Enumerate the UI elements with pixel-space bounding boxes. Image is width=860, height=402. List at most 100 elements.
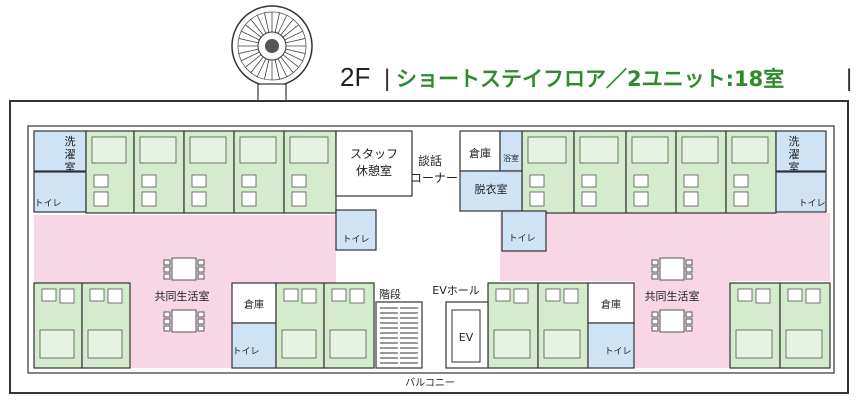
spiral-step bbox=[245, 24, 262, 38]
spiral-step bbox=[282, 24, 299, 38]
toilet-fixture bbox=[191, 191, 207, 207]
spiral-step bbox=[277, 58, 288, 77]
staff-lounge-label-2: 休憩室 bbox=[356, 163, 392, 178]
dining-tables bbox=[163, 257, 693, 333]
sink bbox=[733, 174, 749, 188]
laundry-room-left bbox=[33, 130, 87, 172]
balcony-label: バルコニー bbox=[405, 377, 455, 389]
chair bbox=[685, 318, 693, 325]
toilet-right-label: トイレ bbox=[798, 199, 825, 209]
sink bbox=[93, 174, 109, 188]
table bbox=[171, 309, 197, 333]
storage-bottom-right-label: 倉庫 bbox=[601, 298, 621, 311]
toilet-fixture bbox=[301, 288, 317, 304]
rooms-top-right bbox=[521, 130, 827, 214]
sink bbox=[633, 174, 649, 188]
sink bbox=[545, 288, 561, 302]
laundry-room-right bbox=[775, 130, 827, 172]
chair bbox=[685, 325, 693, 332]
table bbox=[171, 257, 197, 281]
chair bbox=[651, 273, 659, 280]
bed bbox=[785, 329, 823, 359]
sink bbox=[495, 288, 511, 302]
sink bbox=[787, 288, 803, 302]
sink bbox=[191, 174, 207, 188]
common-living-right-label: 共同生活室 bbox=[645, 289, 700, 303]
changing-room bbox=[459, 170, 523, 212]
spiral-step bbox=[256, 15, 267, 34]
spiral-step bbox=[241, 51, 260, 62]
chair bbox=[197, 266, 205, 273]
sink bbox=[737, 288, 753, 302]
bed bbox=[87, 329, 123, 359]
bed bbox=[681, 136, 719, 164]
title-main: ショートステイフロア／2ユニット:18室 bbox=[396, 67, 784, 91]
laundry-left-label-1: 洗 bbox=[65, 135, 76, 148]
bed bbox=[631, 136, 669, 164]
changing-room-label: 脱衣室 bbox=[475, 182, 508, 196]
laundry-right-label-3: 室 bbox=[789, 160, 800, 174]
spiral-step bbox=[277, 15, 288, 34]
storage-bottom-left bbox=[231, 282, 277, 324]
sink bbox=[683, 174, 699, 188]
bed bbox=[139, 136, 177, 164]
spiral-step bbox=[250, 19, 264, 36]
spiral-step bbox=[264, 59, 270, 80]
talk-corner-label-2: コーナー bbox=[410, 171, 458, 185]
spiral-step bbox=[282, 54, 299, 68]
bed bbox=[493, 329, 531, 359]
toilet-fixture bbox=[59, 288, 75, 304]
chair bbox=[685, 266, 693, 273]
chair bbox=[197, 259, 205, 266]
bed bbox=[91, 136, 127, 164]
sink bbox=[529, 174, 545, 188]
spiral-step bbox=[250, 56, 264, 73]
chair bbox=[651, 318, 659, 325]
toilet-fixture bbox=[805, 288, 821, 304]
title: 2F | ショートステイフロア／2ユニット:18室 | bbox=[340, 62, 852, 92]
talk-corner-label-1: 談話 bbox=[418, 153, 442, 168]
common-living-left-label: 共同生活室 bbox=[155, 289, 210, 303]
chair bbox=[197, 325, 205, 332]
toilet-fixture bbox=[93, 191, 109, 207]
laundry-right-label-2: 濯 bbox=[789, 148, 800, 161]
stair-treads bbox=[380, 307, 418, 364]
chair bbox=[651, 311, 659, 318]
spiral-step bbox=[238, 38, 259, 44]
chair bbox=[163, 266, 171, 273]
spiral-step bbox=[264, 12, 270, 33]
laundry-left-label-3: 室 bbox=[65, 160, 76, 174]
sink bbox=[291, 174, 307, 188]
toilet-left-label: トイレ bbox=[34, 199, 61, 209]
chair bbox=[163, 325, 171, 332]
ev-box bbox=[445, 301, 489, 369]
spiral-step bbox=[285, 48, 306, 54]
chair bbox=[651, 266, 659, 273]
bed bbox=[543, 329, 581, 359]
chair bbox=[685, 273, 693, 280]
spiral-step bbox=[245, 54, 262, 68]
floor-label: 2F bbox=[340, 62, 370, 92]
bath-label: 浴室 bbox=[503, 153, 519, 163]
sink bbox=[89, 288, 105, 302]
staff-lounge bbox=[335, 130, 413, 197]
toilet-fixture bbox=[529, 191, 545, 207]
chair bbox=[197, 273, 205, 280]
ev-shaft bbox=[451, 309, 481, 363]
spiral-step bbox=[284, 51, 303, 62]
toilet-fixture bbox=[141, 191, 157, 207]
spiral-step bbox=[274, 59, 280, 80]
toilet-bottom-left-label: トイレ bbox=[232, 347, 259, 357]
toilet-bottom-right bbox=[587, 322, 635, 369]
spiral-step bbox=[238, 48, 259, 54]
spiral-staircase bbox=[231, 5, 313, 103]
spiral-step bbox=[274, 12, 280, 33]
bath bbox=[499, 130, 523, 172]
chair bbox=[197, 318, 205, 325]
storage-core-label: 倉庫 bbox=[469, 146, 491, 160]
chair bbox=[163, 318, 171, 325]
bed bbox=[731, 136, 769, 164]
storage-bottom-right bbox=[587, 282, 635, 324]
sink bbox=[241, 174, 257, 188]
